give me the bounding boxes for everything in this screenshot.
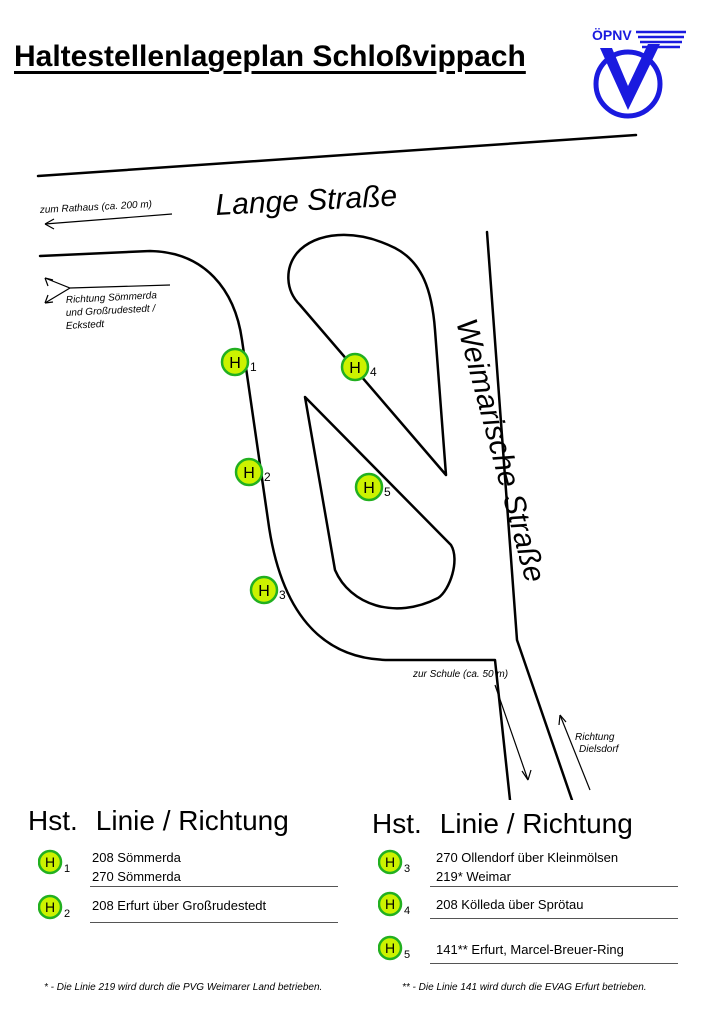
route-lines: 141** Erfurt, Marcel-Breuer-Ring bbox=[436, 942, 624, 957]
stop-marker-5[interactable]: H 5 bbox=[354, 472, 391, 502]
stop-marker-4[interactable]: H 4 bbox=[340, 352, 377, 382]
svg-text:3: 3 bbox=[404, 863, 410, 875]
svg-text:H: H bbox=[385, 940, 395, 956]
table-header-right: Hst. Linie / Richtung bbox=[372, 808, 633, 840]
note-soemmerda-2: und Großrudestedt / bbox=[66, 303, 157, 319]
svg-text:H: H bbox=[363, 480, 375, 497]
stop-marker-2[interactable]: H 2 bbox=[234, 457, 271, 487]
svg-text:3: 3 bbox=[279, 588, 286, 602]
header-linie: Linie / Richtung bbox=[439, 808, 633, 839]
logo-text: ÖPNV bbox=[592, 27, 632, 43]
svg-text:1: 1 bbox=[250, 360, 257, 374]
row-divider bbox=[430, 886, 678, 887]
svg-text:H: H bbox=[385, 854, 395, 870]
row-divider bbox=[90, 922, 338, 923]
weimarische-east-edge bbox=[485, 230, 574, 800]
street-name-weimarische: Weimarische Straße bbox=[449, 315, 551, 585]
row-divider bbox=[430, 963, 678, 964]
svg-text:H: H bbox=[45, 854, 55, 870]
svg-text:H: H bbox=[229, 355, 241, 372]
arrow-rathaus bbox=[44, 213, 173, 225]
svg-text:4: 4 bbox=[404, 905, 410, 917]
svg-text:H: H bbox=[349, 360, 361, 377]
road-west-curve-edge bbox=[38, 249, 512, 800]
arrow-soemmerda bbox=[44, 277, 171, 304]
header-hst: Hst. bbox=[28, 805, 78, 836]
arrow-dielsdorf bbox=[559, 714, 591, 791]
svg-text:H: H bbox=[385, 896, 395, 912]
header-linie: Linie / Richtung bbox=[95, 805, 289, 836]
page-title: Haltestellenlageplan Schloßvippach bbox=[14, 40, 526, 73]
svg-text:5: 5 bbox=[404, 949, 410, 961]
logo-v-shape bbox=[600, 44, 660, 110]
svg-text:1: 1 bbox=[64, 863, 70, 875]
footnote-pvg: * - Die Linie 219 wird durch die PVG Wei… bbox=[44, 982, 323, 993]
stop-marker-3[interactable]: H 3 bbox=[249, 575, 286, 605]
svg-text:2: 2 bbox=[264, 470, 271, 484]
street-name-lange: Lange Straße bbox=[215, 180, 398, 222]
row-divider bbox=[90, 886, 338, 887]
lange-strasse-north-edge bbox=[36, 133, 638, 178]
stop-marker-1[interactable]: H 1 bbox=[220, 347, 257, 377]
table-header-left: Hst. Linie / Richtung bbox=[28, 805, 289, 837]
note-soemmerda-3: Eckstedt bbox=[66, 319, 106, 332]
svg-text:H: H bbox=[258, 583, 270, 600]
island-lower bbox=[303, 395, 456, 610]
note-schule: zur Schule (ca. 50 m) bbox=[412, 669, 508, 680]
stop-map: Lange Straße Weimarische Straße zum Rath… bbox=[36, 133, 638, 800]
island-upper bbox=[287, 233, 448, 477]
svg-text:5: 5 bbox=[384, 485, 391, 499]
svg-text:2: 2 bbox=[64, 908, 70, 920]
note-dielsdorf-2: Dielsdorf bbox=[579, 744, 620, 755]
note-dielsdorf-1: Richtung bbox=[575, 732, 615, 743]
footnote-evag: ** - Die Linie 141 wird durch die EVAG E… bbox=[402, 982, 647, 993]
arrow-schule bbox=[494, 684, 529, 781]
note-soemmerda-1: Richtung Sömmerda bbox=[66, 290, 158, 306]
header-hst: Hst. bbox=[372, 808, 422, 839]
route-lines: 208 Erfurt über Großrudestedt bbox=[92, 898, 267, 913]
row-divider bbox=[430, 918, 678, 919]
svg-text:H: H bbox=[45, 899, 55, 915]
svg-text:4: 4 bbox=[370, 365, 377, 379]
route-lines: 208 Kölleda über Sprötau bbox=[436, 897, 584, 912]
note-rathaus: zum Rathaus (ca. 200 m) bbox=[39, 199, 153, 216]
oepnv-logo: ÖPNV bbox=[592, 27, 686, 119]
svg-text:H: H bbox=[243, 465, 255, 482]
